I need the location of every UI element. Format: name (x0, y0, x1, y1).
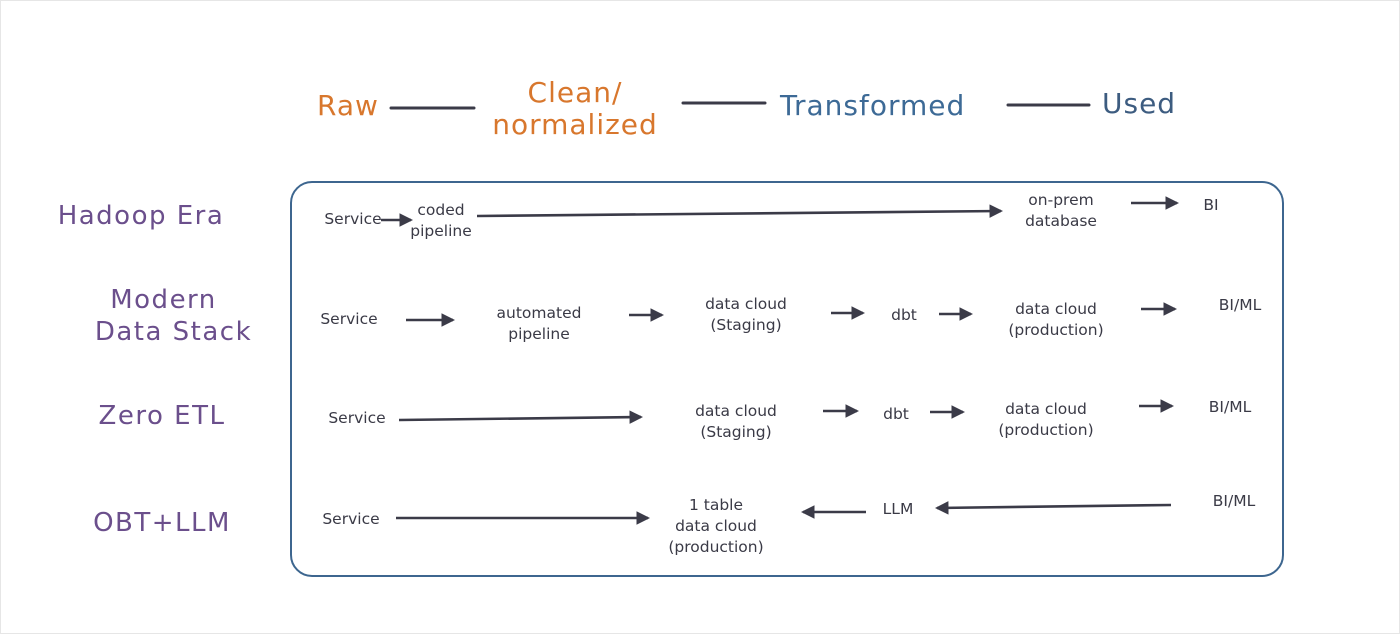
stage-transformed-label: Transformed (780, 89, 966, 122)
era-mds-line-2: Data Stack (94, 317, 253, 347)
obt-service-node: Service (322, 510, 380, 528)
era-zero-etl: Zero ETL (67, 400, 257, 432)
stage-used-label: Used (1102, 87, 1177, 120)
era-zero-etl-line-1: Zero ETL (98, 401, 226, 431)
era-hadoop-line-1: Hadoop Era (57, 201, 225, 231)
obt-llm-node: LLM (882, 500, 914, 518)
stage-raw-label: Raw (317, 89, 379, 122)
hadoop-pipeline-node: coded pipeline (410, 201, 472, 240)
mds-service-node: Service (320, 310, 378, 328)
mds-consumer-node: BI/ML (1218, 296, 1262, 314)
era-mds-line-1: Modern (110, 285, 217, 315)
mds-pipeline-node: automated pipeline (496, 304, 582, 343)
stage-clean: Clean/ normalized (485, 77, 665, 141)
stage-transformed: Transformed (780, 90, 965, 122)
mds-staging-node: data cloud (Staging) (705, 295, 787, 334)
stage-raw: Raw (317, 90, 379, 122)
era-hadoop: Hadoop Era (41, 200, 241, 232)
hadoop-consumer-node: BI (1203, 196, 1219, 214)
zero-etl-service-node: Service (328, 409, 386, 427)
stage-used: Used (1102, 88, 1176, 120)
era-obt-llm-line-1: OBT+LLM (93, 508, 231, 538)
mds-production-node: data cloud (production) (1008, 300, 1104, 339)
era-obt-llm: OBT+LLM (67, 507, 257, 539)
hadoop-database-node: on-prem database (1025, 191, 1097, 230)
obt-consumer-node: BI/ML (1212, 492, 1256, 510)
obt-table-node: 1 table data cloud (production) (668, 496, 764, 556)
zero-etl-staging-node: data cloud (Staging) (695, 402, 777, 441)
zero-etl-production-node: data cloud (production) (998, 400, 1094, 439)
stage-clean-line-2: normalized (492, 108, 658, 141)
era-flow-frame (290, 181, 1284, 577)
zero-etl-dbt-node: dbt (883, 405, 909, 423)
mds-dbt-node: dbt (891, 306, 917, 324)
zero-etl-consumer-node: BI/ML (1208, 398, 1252, 416)
stage-clean-line-1: Clean/ (527, 76, 623, 109)
hadoop-service-node: Service (324, 210, 382, 228)
era-modern-data-stack: Modern Data Stack (61, 284, 286, 348)
